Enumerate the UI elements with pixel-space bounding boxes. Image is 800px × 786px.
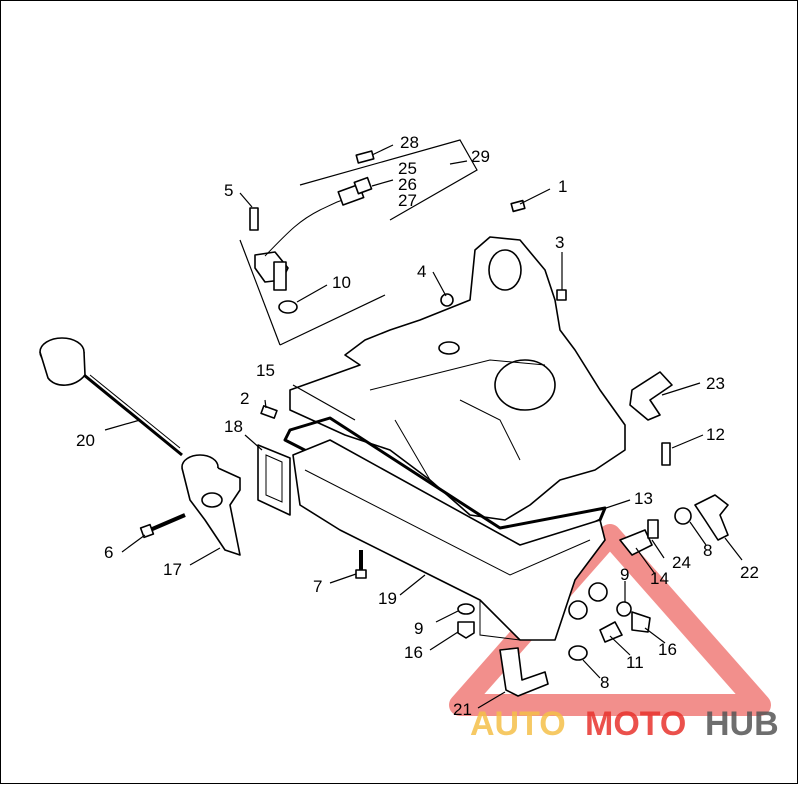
- breather-fittings: [619, 371, 729, 556]
- tube-gasket: [257, 444, 291, 516]
- callout-5: 5: [224, 181, 233, 200]
- callout-16a: 16: [404, 643, 423, 662]
- callout-4: 4: [417, 262, 426, 281]
- watermark-logo: AUTO MOTO HUB: [470, 705, 779, 743]
- callout-3: 3: [555, 233, 564, 252]
- callout-16b: 16: [658, 640, 677, 659]
- speed-sensor: [249, 150, 375, 314]
- callout-25: 25: [398, 159, 417, 178]
- callout-14: 14: [650, 569, 669, 588]
- callout-6: 6: [104, 543, 113, 562]
- callout-22: 22: [740, 563, 759, 582]
- transmission-housing: [289, 199, 626, 521]
- callout-1: 1: [558, 177, 567, 196]
- dowel-pin: [260, 405, 278, 419]
- callout-11: 11: [626, 653, 644, 672]
- watermark-auto: AUTO: [470, 705, 566, 743]
- callout-26: 26: [398, 175, 417, 194]
- oil-pan: [292, 439, 608, 641]
- callout-9b: 9: [620, 565, 629, 584]
- callout-20: 20: [76, 431, 95, 450]
- leader-lines: [104, 144, 743, 709]
- lower-fittings: [499, 601, 651, 697]
- callout-21: 21: [453, 700, 472, 719]
- callout-18: 18: [224, 417, 243, 436]
- callout-7: 7: [313, 577, 322, 596]
- drain-plug: [457, 603, 475, 639]
- callout-19: 19: [378, 589, 397, 608]
- callout-9a: 9: [414, 619, 423, 638]
- callout-8b: 8: [600, 673, 609, 692]
- callout-15: 15: [256, 361, 275, 380]
- pan-bolt: [355, 550, 367, 579]
- callout-23: 23: [706, 374, 725, 393]
- watermark-hub: HUB: [705, 705, 779, 743]
- dipstick-tube: [181, 454, 241, 556]
- callout-2: 2: [240, 389, 249, 408]
- callout-8a: 8: [703, 541, 712, 560]
- tube-screw: [139, 513, 186, 539]
- watermark-moto: MOTO: [585, 705, 686, 743]
- sensor-kit-outline: [239, 139, 478, 346]
- callout-24: 24: [672, 553, 691, 572]
- callout-12: 12: [706, 425, 725, 444]
- dipstick: [39, 337, 183, 457]
- callout-17: 17: [163, 560, 182, 579]
- callout-13: 13: [634, 489, 653, 508]
- callout-27: 27: [398, 191, 417, 210]
- callout-10: 10: [332, 273, 351, 292]
- callouts: 1 2 3 4 5 6 7 8 8 9 9 10 11 12 13 14 15 …: [76, 133, 759, 719]
- callout-28: 28: [400, 133, 419, 152]
- callout-29: 29: [471, 147, 490, 166]
